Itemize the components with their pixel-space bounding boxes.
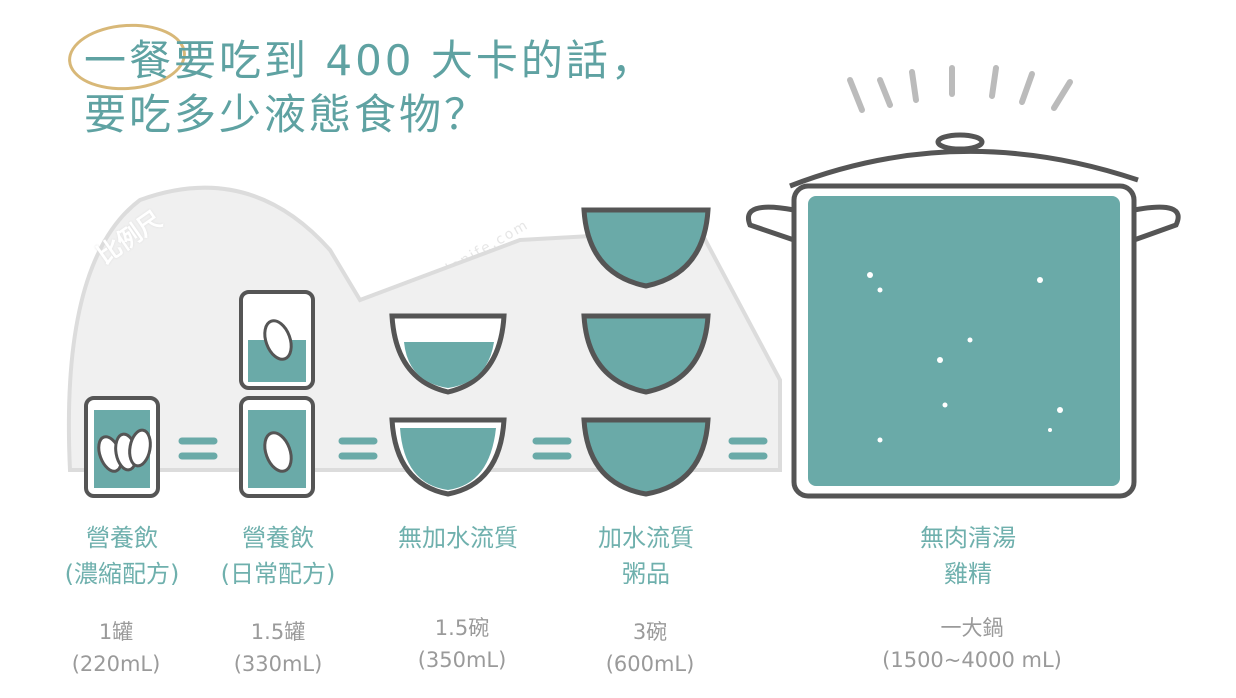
bubbles — [867, 272, 1063, 443]
item-amount: 1.5碗(350mL) — [417, 616, 507, 672]
item-label: 無加水流質 — [398, 524, 518, 552]
item-label: 營養飲(濃縮配方) — [64, 524, 180, 588]
bowl-icons — [389, 207, 711, 497]
item-amount: 一大鍋(1500~4000 mL) — [882, 616, 1062, 672]
equals-signs — [178, 437, 768, 460]
pot-icon — [746, 132, 1181, 499]
item-label: 營養飲(日常配方) — [220, 524, 336, 588]
item-amount: 3碗(600mL) — [605, 620, 695, 676]
item-label: 加水流質粥品 — [598, 524, 694, 588]
title-line-1: 一餐要吃到 400 大卡的話， — [84, 36, 656, 85]
steam-lines — [847, 65, 1073, 113]
leaf-icons — [97, 319, 293, 473]
title-line-2: 要吃多少液態食物？ — [84, 90, 490, 139]
item-amount: 1.5罐(330mL) — [233, 620, 323, 676]
item-label: 無肉清湯雞精 — [920, 524, 1016, 588]
item-amount: 1罐(220mL) — [71, 620, 161, 676]
